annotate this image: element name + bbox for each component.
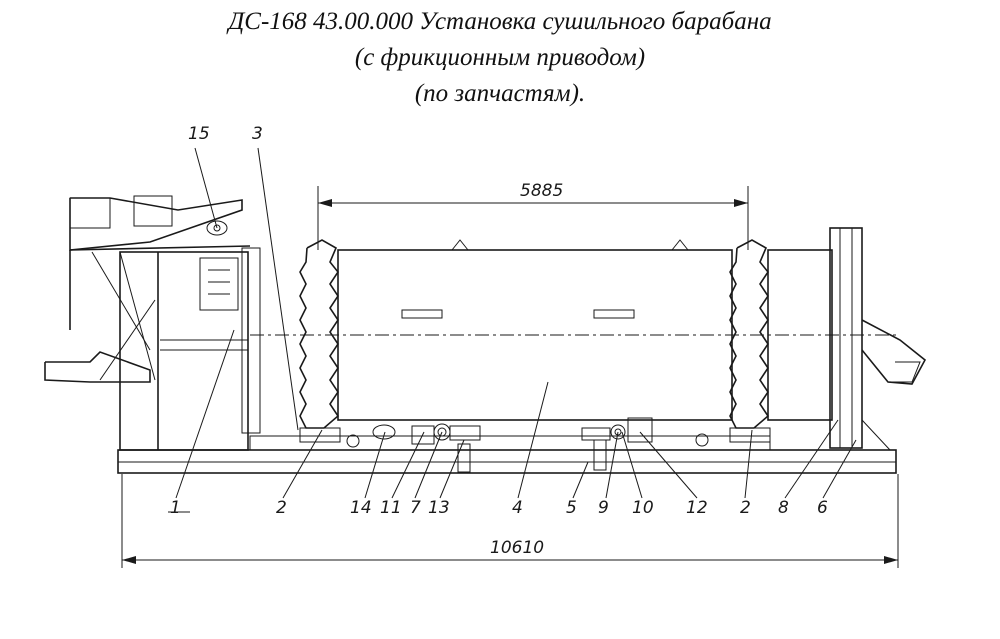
part-label-7: 7 bbox=[410, 498, 421, 518]
support-roller-drive-left bbox=[346, 423, 481, 473]
discharge-casing bbox=[767, 227, 927, 451]
riding-ring-right bbox=[729, 239, 771, 443]
part-labels: 15 3 1 2 14 11 7 13 4 5 9 10 12 2 8 6 bbox=[170, 124, 828, 518]
part-label-2-left: 2 bbox=[276, 498, 287, 518]
loading-head-assembly bbox=[44, 195, 261, 451]
leader-lines bbox=[168, 147, 857, 513]
part-label-13: 13 bbox=[428, 498, 450, 518]
part-label-5: 5 bbox=[566, 498, 577, 518]
part-label-15: 15 bbox=[188, 124, 210, 144]
part-label-9: 9 bbox=[598, 498, 609, 518]
part-label-10: 10 bbox=[632, 498, 654, 518]
part-label-1: 1 bbox=[170, 498, 181, 518]
part-label-12: 12 bbox=[686, 498, 708, 518]
drawing-title-line-3: (по запчастям). bbox=[414, 80, 586, 107]
dimension-label-5885: 5885 bbox=[520, 181, 563, 201]
base-frame bbox=[117, 435, 897, 474]
part-label-6: 6 bbox=[817, 498, 828, 518]
part-label-3: 3 bbox=[252, 124, 263, 144]
drawing-title-line-2: (с фрикционным приводом) bbox=[354, 44, 646, 71]
part-label-4: 4 bbox=[512, 498, 523, 518]
part-label-2-right: 2 bbox=[740, 498, 751, 518]
riding-ring-left bbox=[299, 239, 341, 443]
support-roller-drive-right bbox=[581, 417, 709, 471]
part-label-11: 11 bbox=[380, 498, 402, 518]
part-label-14: 14 bbox=[350, 498, 372, 518]
dimension-5885: 5885 bbox=[317, 181, 749, 250]
dimension-10610: 10610 bbox=[121, 474, 899, 568]
part-label-8: 8 bbox=[778, 498, 789, 518]
drawing-title-line-1: ДС-168 43.00.000 Установка сушильного ба… bbox=[228, 8, 772, 35]
dimension-label-10610: 10610 bbox=[490, 538, 544, 558]
drum-body bbox=[250, 239, 900, 421]
